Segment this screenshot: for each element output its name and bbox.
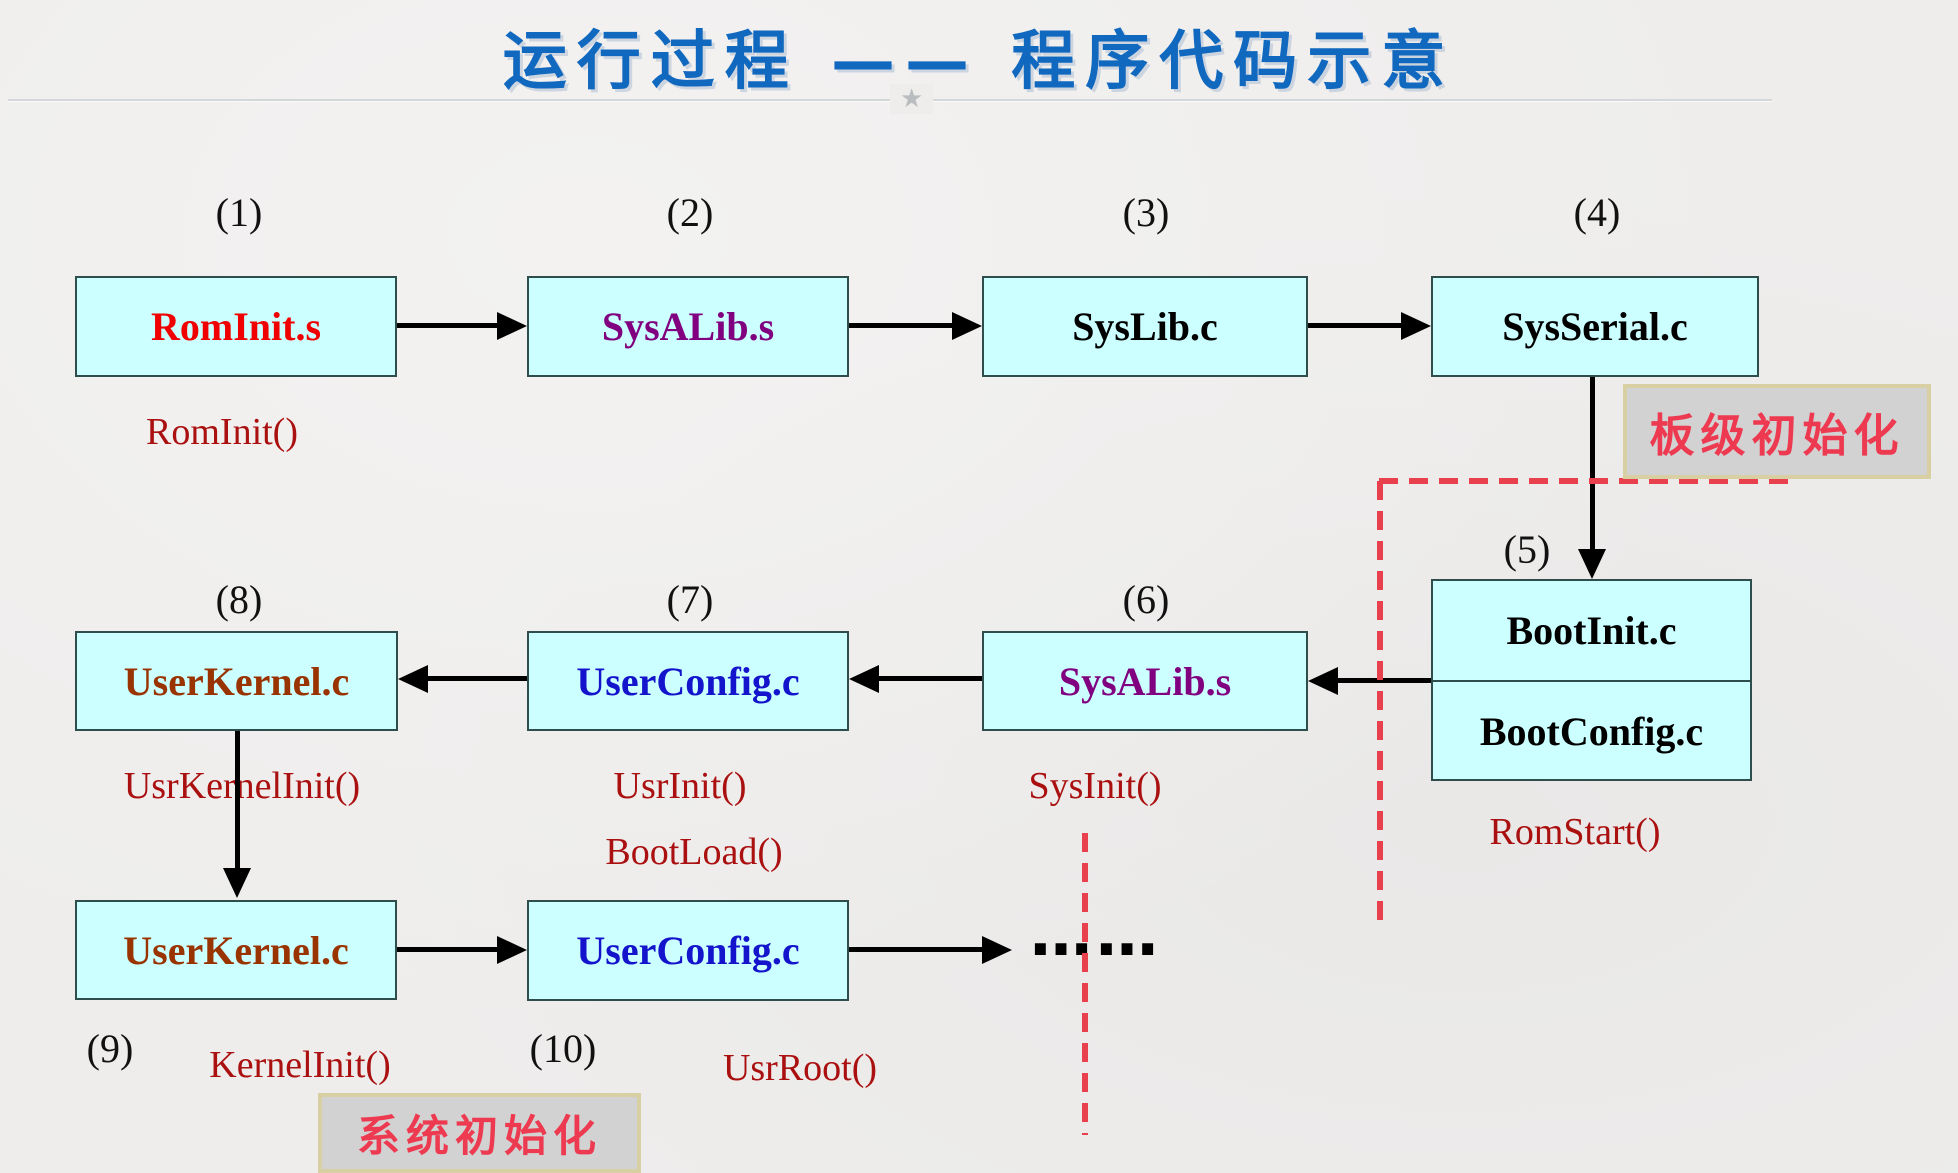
box-2-sysalib-s: SysALib.s [527,276,849,377]
file-label: UserConfig.c [576,658,800,704]
page-title: 运行过程 —— 程序代码示意 [502,25,1456,99]
board-init-dashed-line-horizontal [1379,478,1799,484]
step-number-2: (2) [666,190,714,235]
arrowhead-right [1401,312,1431,340]
board-init-text: 板级初始化 [1649,409,1905,462]
ellipsis-dots: …… [1030,897,1162,970]
file-label: UserKernel.c [123,927,349,973]
system-init-text: 系统初始化 [357,1112,602,1162]
box-6-sysalib-s: SysALib.s [982,631,1308,731]
board-init-label: 板级初始化 [1623,384,1931,479]
box-10-userconfig-c: UserConfig.c [527,900,849,1001]
function-label-bootload: BootLoad() [605,831,783,873]
box-5-boot: BootInit.c BootConfig.c [1431,579,1752,781]
step-number-7: (7) [666,577,714,622]
step-number-3: (3) [1122,190,1170,235]
function-label-usrroot: UsrRoot() [722,1047,878,1089]
box-3-syslib-c: SysLib.c [982,276,1308,377]
step-number-9: (9) [86,1026,134,1071]
file-label: RomInit.s [150,304,322,349]
file-label: UserKernel.c [123,658,350,704]
step-number-4: (4) [1573,190,1621,235]
arrowhead-down [223,868,251,898]
arrowhead-left [1308,667,1338,695]
board-init-dashed-line-vertical [1377,481,1383,923]
box-1-rominit-s: RomInit.s [75,276,397,377]
function-label-kernelinit: KernelInit() [209,1044,391,1086]
step-number-5: (5) [1503,527,1551,572]
function-label-rominit: RomInit() [146,411,298,453]
star-icon: ★ [890,84,934,114]
file-label: UserConfig.c [576,928,800,973]
arrowhead-right [497,312,527,340]
file-label: SysLib.c [1072,304,1218,349]
system-init-label: 系统初始化 [318,1093,641,1173]
function-label-romstart: RomStart() [1489,811,1661,853]
function-label-usrkernelinit: UsrKernelInit() [123,765,361,807]
arrowhead-down [1578,549,1606,579]
arrowhead-right [497,936,527,964]
arrowhead-left [849,665,879,693]
box-4-sysserial-c: SysSerial.c [1431,276,1759,377]
file-label: SysALib.s [1058,658,1232,704]
box-9-userkernel-c: UserKernel.c [75,900,397,1000]
function-label-usrinit: UsrInit() [613,765,747,807]
step-number-1: (1) [215,190,263,235]
arrowhead-left [398,665,428,693]
system-init-dashed-line-vertical [1082,833,1088,1135]
step-number-6: (6) [1122,577,1170,622]
box-7-userconfig-c: UserConfig.c [527,631,849,731]
file-label-bootconfig: BootConfig.c [1479,709,1704,754]
file-label-bootinit: BootInit.c [1433,581,1750,682]
step-number-10: (10) [529,1026,597,1071]
file-label: SysSerial.c [1502,304,1688,349]
step-number-8: (8) [215,577,263,622]
arrowhead-right [952,312,982,340]
box-8-userkernel-c: UserKernel.c [75,631,398,731]
file-label: SysALib.s [601,304,775,349]
function-label-sysinit: SysInit() [1028,765,1162,807]
arrowhead-right [982,936,1012,964]
